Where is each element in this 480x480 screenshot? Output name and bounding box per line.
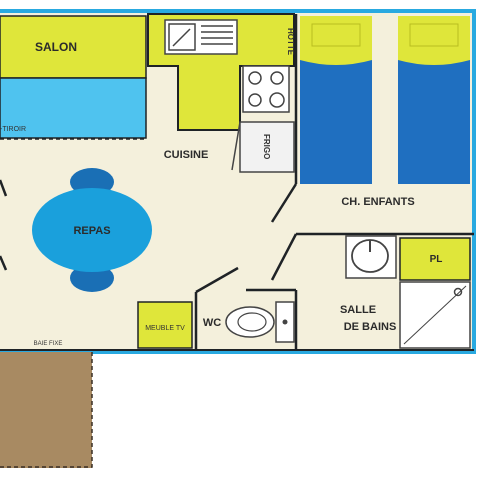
- shower-icon: [399, 281, 471, 349]
- kitchen-counter: [147, 13, 295, 131]
- room-label-salon: SALON: [35, 40, 77, 54]
- room-label-salle-de-bains-1: SALLE: [340, 304, 376, 316]
- hotte-label: HOTTE: [286, 28, 295, 56]
- bed-right: [398, 16, 470, 184]
- interior-walls: [0, 14, 474, 350]
- terrace: [0, 352, 93, 468]
- room-label-cuisine: CUISINE: [164, 149, 209, 161]
- frigo-label: FRIGO: [262, 134, 271, 159]
- fridge: [231, 121, 295, 173]
- salon-sofa: [0, 15, 147, 140]
- bed-left: [300, 16, 372, 184]
- room-label-chambre-enfants: CH. ENFANTS: [341, 196, 414, 208]
- room-label-repas: REPAS: [73, 225, 110, 237]
- pl-label: PL: [430, 254, 443, 265]
- toilet-icon: [225, 301, 295, 343]
- washbasin-icon: [345, 235, 397, 279]
- meuble-tv-label: MEUBLE TV: [145, 325, 185, 332]
- room-label-wc: WC: [203, 317, 221, 329]
- room-label-salle-de-bains-2: DE BAINS: [344, 321, 397, 333]
- tv-cabinet: [137, 301, 193, 349]
- dining-table: [32, 168, 152, 292]
- storage-cupboard: [399, 237, 471, 281]
- tiroir-label: -TIROIR: [0, 126, 26, 133]
- baie-fixe-label: BAIE FIXE: [34, 341, 63, 347]
- outer-frame: [0, 9, 476, 354]
